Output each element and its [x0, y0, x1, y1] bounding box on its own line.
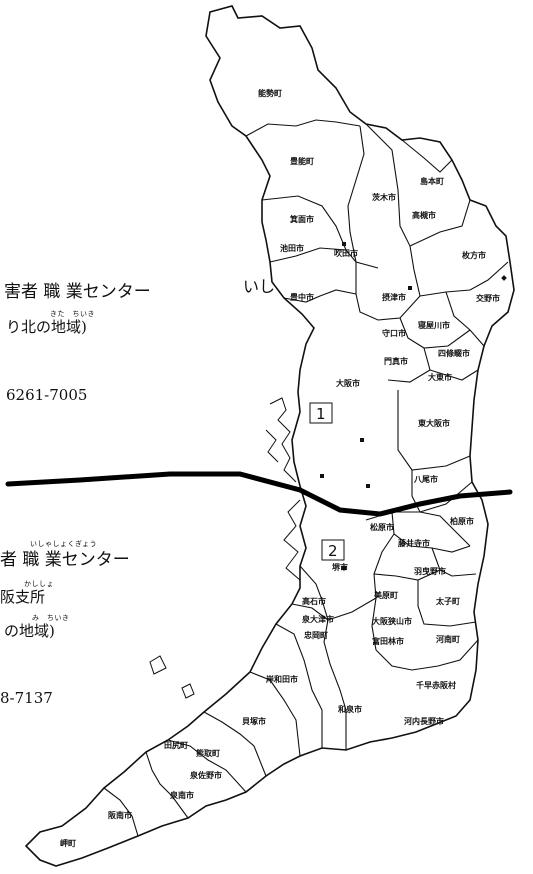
marker — [408, 286, 412, 290]
city-sakai: 堺市 — [332, 562, 348, 572]
city-toyonaka: 豊中市 — [290, 292, 314, 302]
city-katano: 交野市 — [476, 293, 500, 303]
city-hirakata: 枚方市 — [461, 250, 486, 260]
zone-2-label: 2 — [328, 542, 338, 560]
city-daito: 大東市 — [428, 372, 452, 382]
city-neyagawa: 寝屋川市 — [417, 320, 450, 330]
prefecture-outline — [24, 5, 515, 867]
city-tondabayashi: 富田林市 — [372, 636, 404, 646]
city-kadoma: 門真市 — [384, 356, 408, 366]
city-izumisano: 泉佐野市 — [189, 770, 222, 780]
marker — [501, 275, 507, 281]
city-ibaraki: 茨木市 — [372, 192, 396, 202]
lower-branch-text: 阪支所 — [0, 588, 46, 606]
city-habikino: 羽曳野市 — [414, 566, 446, 576]
city-sennan: 泉南市 — [169, 790, 194, 800]
city-takaishi: 高石市 — [302, 596, 326, 606]
city-izumiotsu: 泉大津市 — [301, 614, 334, 624]
city-hannan: 阪南市 — [108, 810, 132, 820]
zone-2-box — [321, 539, 345, 561]
city-mihara: 美原町 — [374, 590, 398, 600]
city-moriguchi: 守口市 — [382, 328, 406, 338]
upper-area-ruby: きた ちいき — [50, 310, 95, 318]
lower-phone: 8-7137 — [0, 689, 53, 707]
city-mino: 箕面市 — [290, 214, 314, 224]
marker — [360, 438, 364, 442]
upper-phone: 6261-7005 — [6, 386, 88, 404]
city-shimamoto: 島本町 — [420, 176, 444, 186]
office-markers — [320, 242, 507, 570]
city-takatsuki: 高槻市 — [412, 210, 436, 220]
city-kumatori: 熊取町 — [196, 748, 220, 758]
city-tadaoka: 忠岡町 — [304, 630, 328, 640]
upper-center-name: 害者 職 業センター — [4, 282, 151, 302]
marker — [366, 484, 370, 488]
city-kaizuka: 貝塚市 — [242, 716, 266, 726]
lower-area-ruby: み ちいき — [32, 614, 70, 622]
city-osaka: 大阪市 — [336, 378, 360, 388]
zone-divider-line — [5, 471, 513, 517]
city-chihayaakasaka: 千早赤阪村 — [416, 680, 456, 690]
city-toyono: 豊能町 — [290, 156, 314, 166]
upper-area-text: り北の地域) — [6, 318, 87, 336]
marker — [342, 242, 346, 246]
city-tajiri: 田尻町 — [164, 741, 188, 750]
city-izumi: 和泉市 — [338, 704, 362, 714]
city-shijonawate: 四條畷市 — [438, 348, 470, 358]
city-yao: 八尾市 — [413, 474, 438, 484]
city-kishiwada: 岸和田市 — [266, 674, 298, 684]
city-kawachinagano: 河内長野市 — [404, 716, 444, 726]
city-matsubara: 松原市 — [370, 522, 394, 532]
zone-1-box — [309, 402, 333, 424]
lower-area-text: の地域) — [4, 622, 55, 640]
city-kashiwara: 柏原市 — [450, 516, 474, 526]
lower-branch-ruby: かししょ — [24, 580, 54, 588]
city-osakasayama: 大阪狭山市 — [372, 616, 412, 626]
city-misaki: 岬町 — [60, 838, 76, 848]
lower-center-ruby: いしゃしょくぎょう — [30, 540, 98, 548]
city-nose: 能勢町 — [258, 88, 282, 98]
city-ikeda: 池田市 — [280, 243, 304, 253]
city-settsu: 摂津市 — [382, 292, 406, 302]
city-suita: 吹田市 — [334, 248, 358, 258]
zone-1-label: 1 — [316, 405, 326, 423]
lower-center-name: 者 職 業センター — [0, 550, 130, 570]
coastline-detail — [149, 397, 301, 699]
city-taishi: 太子町 — [435, 596, 460, 606]
city-labels: 能勢町 豊能町 島本町 茨木市 高槻市 箕面市 池田市 枚方市 吹田市 交野市 … — [60, 88, 500, 848]
marker — [320, 474, 324, 478]
city-higashiosaka: 東大阪市 — [418, 418, 450, 428]
city-kanan: 河南町 — [436, 634, 460, 644]
city-fujiidera: 藤井寺市 — [397, 538, 430, 548]
marker — [342, 566, 346, 570]
